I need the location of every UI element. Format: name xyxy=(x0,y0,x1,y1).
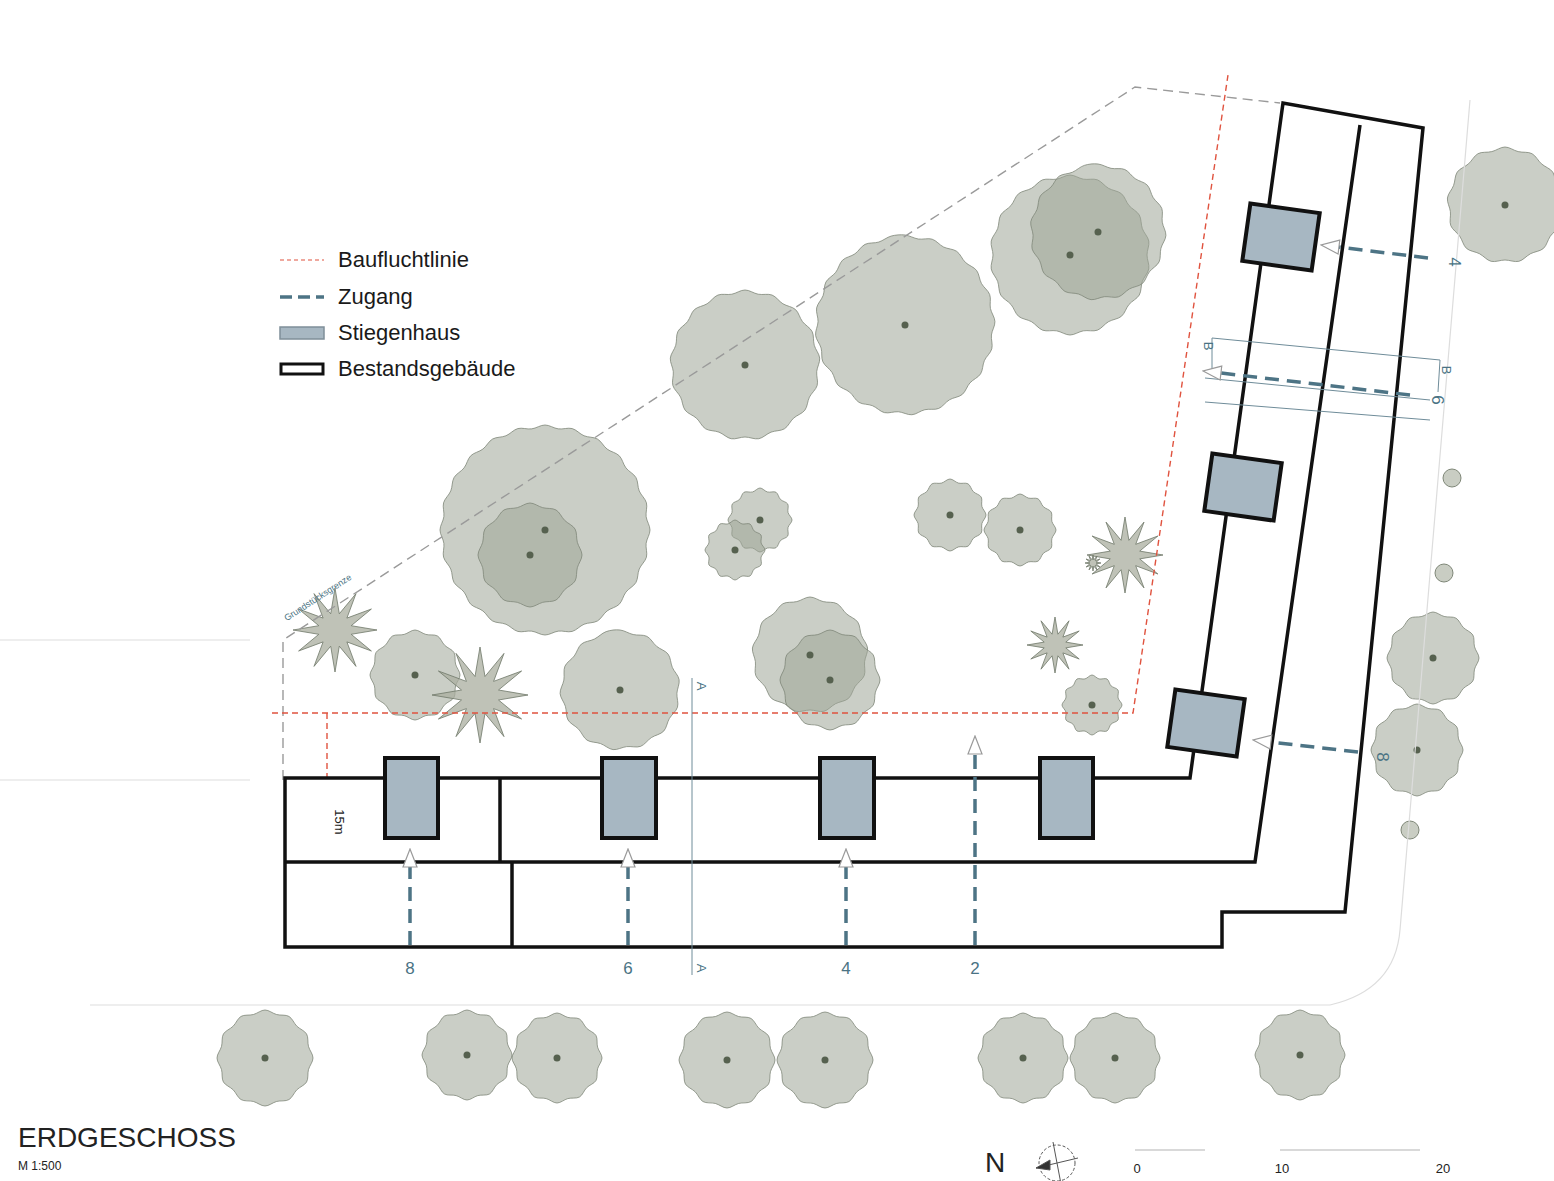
tree-trunk xyxy=(262,1055,269,1062)
access-number: 2 xyxy=(970,960,979,977)
tree-crown xyxy=(1070,1013,1160,1103)
legend-text: Stiegenhaus xyxy=(338,320,460,346)
legend-text: Bestandsgebäude xyxy=(338,356,515,382)
access-path xyxy=(410,246,1428,945)
scale-number: 10 xyxy=(1275,1162,1289,1175)
dimension: 15m xyxy=(333,809,346,834)
conifer xyxy=(1027,617,1083,673)
tree-trunk xyxy=(1502,202,1509,209)
tree-trunk xyxy=(827,677,834,684)
legend-outline xyxy=(278,356,326,382)
tree-trunk xyxy=(724,1057,731,1064)
tree-pit xyxy=(1443,469,1461,487)
tree-trunk xyxy=(554,1055,561,1062)
tree-crown xyxy=(679,1012,775,1108)
section-mark: A xyxy=(695,964,708,973)
north-label: N xyxy=(985,1149,1005,1177)
tree-trunk xyxy=(464,1052,471,1059)
tree-trunk xyxy=(902,322,909,329)
tree-crown xyxy=(217,1010,313,1106)
access-number: 4 xyxy=(1446,257,1463,266)
tree-trunk xyxy=(1095,229,1102,236)
tree-crown xyxy=(440,425,650,635)
tree-crown xyxy=(512,1013,602,1103)
tree-trunk xyxy=(742,362,749,369)
tree-crown xyxy=(1062,675,1122,735)
existing-building xyxy=(285,103,1423,947)
tree-crown xyxy=(560,630,679,750)
tree-trunk xyxy=(412,672,419,679)
section-mark: A xyxy=(695,682,708,691)
legend-line xyxy=(278,247,326,273)
access-number: 8 xyxy=(1374,752,1391,761)
north-arrow xyxy=(1036,1142,1078,1181)
tree-trunk xyxy=(1017,527,1024,534)
scale-number: 0 xyxy=(1133,1162,1140,1175)
tree-crown xyxy=(1447,147,1554,262)
scale-number: 20 xyxy=(1436,1162,1450,1175)
tree-crown xyxy=(422,1010,512,1100)
tree-crown xyxy=(984,494,1056,566)
access-number: 6 xyxy=(623,960,632,977)
legend-entry: Baufluchtlinie xyxy=(278,247,469,273)
scale-bar xyxy=(1135,1149,1420,1151)
legend-entry: Stiegenhaus xyxy=(278,320,460,346)
section-line xyxy=(692,338,1440,975)
legend-line xyxy=(278,284,326,310)
access-number: 6 xyxy=(1429,395,1446,404)
stairwell xyxy=(385,203,1320,838)
tree-trunk xyxy=(1020,1055,1027,1062)
tree-crown xyxy=(914,479,986,551)
scale-note: M 1:500 xyxy=(18,1160,61,1172)
tree-trunk xyxy=(1297,1052,1304,1059)
tree-trunk xyxy=(732,547,739,554)
legend-swatch xyxy=(278,320,326,346)
tree-crown xyxy=(1387,612,1479,704)
tree-crown xyxy=(816,235,995,415)
section-mark: B xyxy=(1440,366,1453,375)
tree-trunk xyxy=(542,527,549,534)
legend-text: Zugang xyxy=(338,284,413,310)
tree-crown xyxy=(978,1013,1068,1103)
legend-entry: Bestandsgebäude xyxy=(278,356,515,382)
tree-trunk xyxy=(1430,655,1437,662)
conifer xyxy=(1087,517,1163,593)
tree-trunk xyxy=(1067,252,1074,259)
tree-crown xyxy=(1255,1010,1345,1100)
street-edge xyxy=(0,100,1470,1005)
tree-trunk xyxy=(807,652,814,659)
legend-entry: Zugang xyxy=(278,284,413,310)
conifer xyxy=(432,647,528,743)
access-number: 8 xyxy=(405,960,414,977)
tree-crown xyxy=(1371,704,1463,796)
legend-text: Baufluchtlinie xyxy=(338,247,469,273)
tree-crown xyxy=(780,630,880,730)
access-number: 4 xyxy=(841,960,850,977)
tree-trunk xyxy=(617,687,624,694)
tree-trunk xyxy=(527,552,534,559)
conifer xyxy=(1085,555,1101,571)
tree-trunk xyxy=(947,512,954,519)
tree-crown xyxy=(777,1012,873,1108)
tree-trunk xyxy=(1112,1055,1119,1062)
tree-crown xyxy=(705,520,765,580)
tree-crown xyxy=(670,290,819,439)
property-boundary xyxy=(283,87,1280,780)
tree-crown xyxy=(478,503,582,607)
section-mark: B xyxy=(1202,342,1215,351)
tree-pit xyxy=(1401,821,1419,839)
tree-trunk xyxy=(1089,702,1096,709)
tree-pit xyxy=(1435,564,1453,582)
tree-trunk xyxy=(757,517,764,524)
tree-crown xyxy=(1031,164,1166,300)
tree-trunk xyxy=(822,1057,829,1064)
plan-title: ERDGESCHOSS xyxy=(18,1124,236,1152)
